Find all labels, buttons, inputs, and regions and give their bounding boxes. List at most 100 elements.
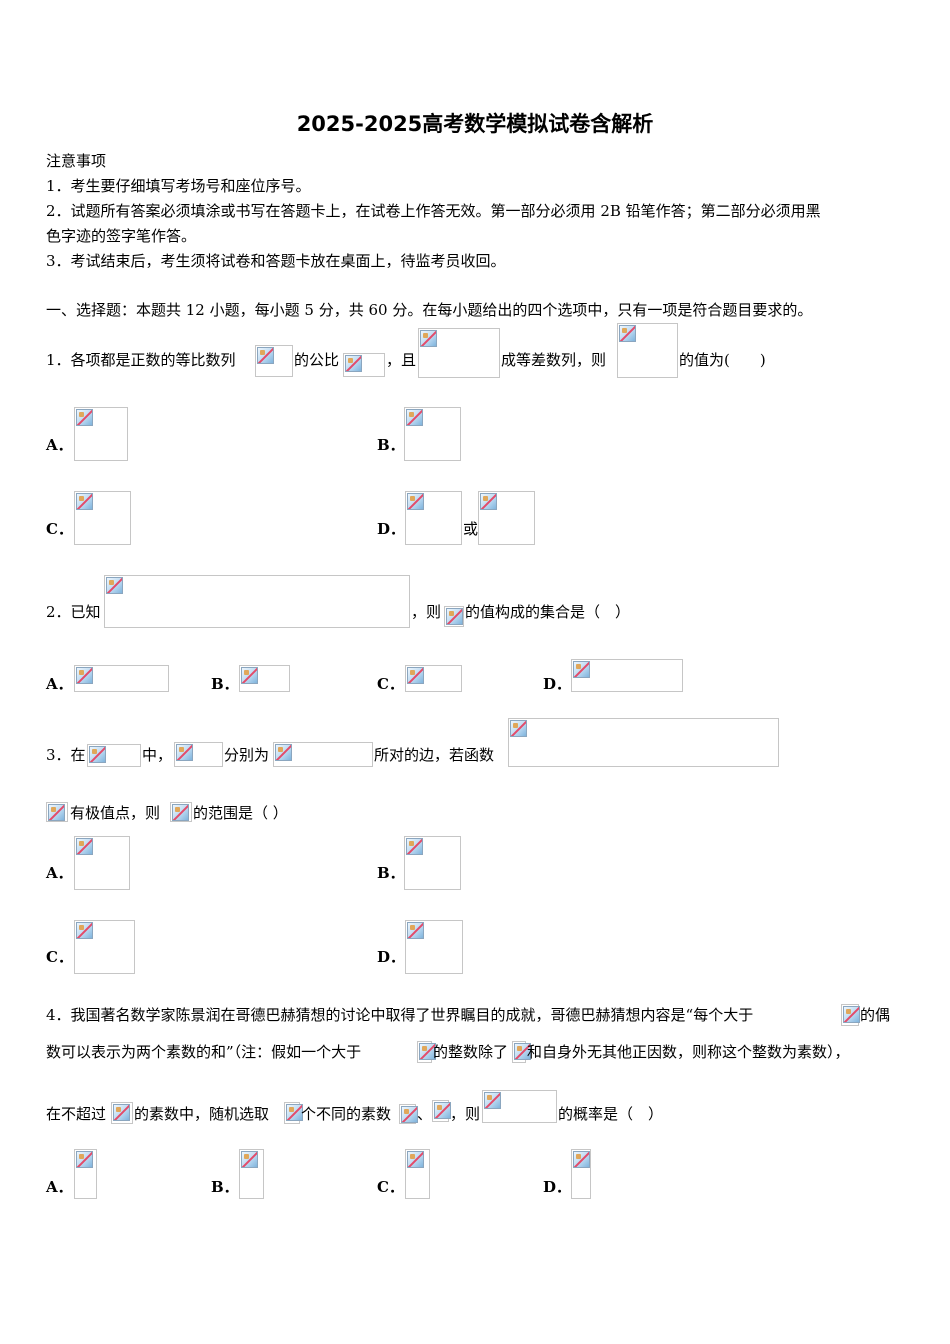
q4-formula-prime-b bbox=[432, 1100, 451, 1122]
notice-item-3: 3．考试结束后，考生须将试卷和答题卡放在桌面上，待监考员收回。 bbox=[46, 252, 506, 270]
q4-option-d-formula[interactable] bbox=[571, 1149, 591, 1199]
q3-formula-angles bbox=[273, 742, 373, 767]
q3-formula-f bbox=[46, 802, 68, 822]
q2-option-d-formula[interactable] bbox=[571, 659, 683, 692]
broken-image-icon bbox=[419, 1043, 436, 1060]
q4-formula-number-3 bbox=[512, 1041, 531, 1063]
q1-option-b-label: B． bbox=[377, 436, 405, 454]
q1-option-c-label: C． bbox=[46, 520, 73, 538]
q3-formula-function bbox=[508, 718, 779, 767]
broken-image-icon bbox=[484, 1092, 501, 1109]
q2-option-a-formula[interactable] bbox=[74, 665, 169, 692]
q2-text-2: ，则 bbox=[411, 603, 442, 621]
q3-option-a-formula[interactable] bbox=[74, 836, 130, 890]
q4-line-3: 在不超过 bbox=[46, 1105, 107, 1123]
broken-image-icon bbox=[76, 409, 93, 426]
q1-option-c-formula[interactable] bbox=[74, 491, 131, 545]
q3-formula-triangle bbox=[87, 744, 141, 767]
q1-formula-sequence bbox=[255, 345, 293, 377]
q4-line-3-e: ，则 bbox=[450, 1105, 481, 1123]
q4-formula-count bbox=[284, 1102, 303, 1124]
q4-option-d-label: D． bbox=[543, 1178, 572, 1196]
q4-line-3-f: 的概率是（ ） bbox=[558, 1105, 664, 1123]
broken-image-icon bbox=[573, 661, 590, 678]
broken-image-icon bbox=[480, 493, 497, 510]
q2-formula-given bbox=[104, 575, 410, 628]
q4-formula-limit bbox=[111, 1102, 133, 1124]
q2-formula-variable bbox=[444, 606, 464, 627]
broken-image-icon bbox=[76, 493, 93, 510]
q3-option-c-label: C． bbox=[46, 948, 73, 966]
q1-option-d-formula-2[interactable] bbox=[478, 491, 535, 545]
broken-image-icon bbox=[76, 1151, 93, 1168]
q1-option-a-label: A． bbox=[46, 436, 73, 454]
q2-option-d-label: D． bbox=[543, 675, 572, 693]
broken-image-icon bbox=[406, 838, 423, 855]
q3-formula-angle-b bbox=[170, 802, 192, 822]
section-heading: 一、选择题：本题共 12 小题，每小题 5 分，共 60 分。在每小题给出的四个… bbox=[46, 301, 813, 319]
q3-option-a-label: A． bbox=[46, 864, 73, 882]
notice-item-1: 1．考生要仔细填写考场号和座位序号。 bbox=[46, 177, 311, 195]
q2-option-a-label: A． bbox=[46, 675, 73, 693]
broken-image-icon bbox=[48, 804, 65, 821]
notice-heading: 注意事项 bbox=[46, 152, 107, 170]
q1-option-d-formula-1[interactable] bbox=[405, 491, 462, 545]
q4-option-b-formula[interactable] bbox=[239, 1149, 264, 1199]
q2-text-3: 的值构成的集合是（ ） bbox=[465, 603, 631, 621]
q4-formula-number-1 bbox=[841, 1004, 860, 1026]
q4-line-2: 数可以表示为两个素数的和”（注：假如一个大于 bbox=[46, 1043, 362, 1061]
q1-text-1: 1．各项都是正数的等比数列 bbox=[46, 351, 236, 369]
q4-option-c-formula[interactable] bbox=[405, 1149, 430, 1199]
broken-image-icon bbox=[241, 1151, 258, 1168]
q3-text-6: 的范围是（ ） bbox=[193, 804, 288, 822]
q3-text-4: 所对的边，若函数 bbox=[374, 746, 495, 764]
broken-image-icon bbox=[843, 1006, 860, 1023]
q4-line-3-d: 、 bbox=[417, 1105, 433, 1123]
broken-image-icon bbox=[176, 744, 193, 761]
q4-line-1: 4．我国著名数学家陈景润在哥德巴赫猜想的讨论中取得了世界瞩目的成就，哥德巴赫猜想… bbox=[46, 1006, 754, 1024]
broken-image-icon bbox=[407, 1151, 424, 1168]
q2-option-c-label: C． bbox=[377, 675, 404, 693]
q3-option-d-formula[interactable] bbox=[405, 920, 463, 974]
q4-line-2-mid: 的整数除了 bbox=[433, 1043, 509, 1061]
q1-text-4: 成等差数列，则 bbox=[501, 351, 607, 369]
q3-option-c-formula[interactable] bbox=[74, 920, 135, 974]
q3-text-2: 中， bbox=[142, 746, 173, 764]
notice-item-2-cont: 色字迹的签字笔作答。 bbox=[46, 227, 197, 245]
q4-line-3-c: 个不同的素数 bbox=[301, 1105, 392, 1123]
q4-option-c-label: C． bbox=[377, 1178, 404, 1196]
broken-image-icon bbox=[76, 922, 93, 939]
broken-image-icon bbox=[401, 1106, 418, 1123]
q1-option-d-or: 或 bbox=[463, 520, 479, 538]
q4-formula-prime-a bbox=[399, 1104, 418, 1124]
broken-image-icon bbox=[89, 746, 106, 763]
q2-text-1: 2．已知 bbox=[46, 603, 101, 621]
broken-image-icon bbox=[573, 1151, 590, 1168]
q1-text-2: 的公比 bbox=[294, 351, 340, 369]
broken-image-icon bbox=[76, 838, 93, 855]
q1-option-b-formula[interactable] bbox=[404, 407, 461, 461]
q3-text-5: 有极值点，则 bbox=[70, 804, 161, 822]
broken-image-icon bbox=[407, 493, 424, 510]
q4-formula-number-2 bbox=[417, 1041, 436, 1063]
broken-image-icon bbox=[241, 667, 258, 684]
q3-option-d-label: D． bbox=[377, 948, 406, 966]
broken-image-icon bbox=[434, 1102, 451, 1119]
q1-text-3: ，且 bbox=[386, 351, 417, 369]
q2-option-c-formula[interactable] bbox=[405, 665, 462, 692]
q3-option-b-formula[interactable] bbox=[404, 836, 461, 890]
broken-image-icon bbox=[514, 1043, 531, 1060]
q1-option-a-formula[interactable] bbox=[74, 407, 128, 461]
broken-image-icon bbox=[106, 577, 123, 594]
q1-option-d-label: D． bbox=[377, 520, 406, 538]
q4-option-a-formula[interactable] bbox=[74, 1149, 97, 1199]
broken-image-icon bbox=[619, 325, 636, 342]
broken-image-icon bbox=[420, 330, 437, 347]
broken-image-icon bbox=[275, 744, 292, 761]
broken-image-icon bbox=[407, 667, 424, 684]
broken-image-icon bbox=[286, 1104, 303, 1121]
q2-option-b-formula[interactable] bbox=[239, 665, 290, 692]
q1-text-5: 的值为( ) bbox=[679, 351, 766, 369]
broken-image-icon bbox=[510, 720, 527, 737]
q3-text-3: 分别为 bbox=[224, 746, 270, 764]
